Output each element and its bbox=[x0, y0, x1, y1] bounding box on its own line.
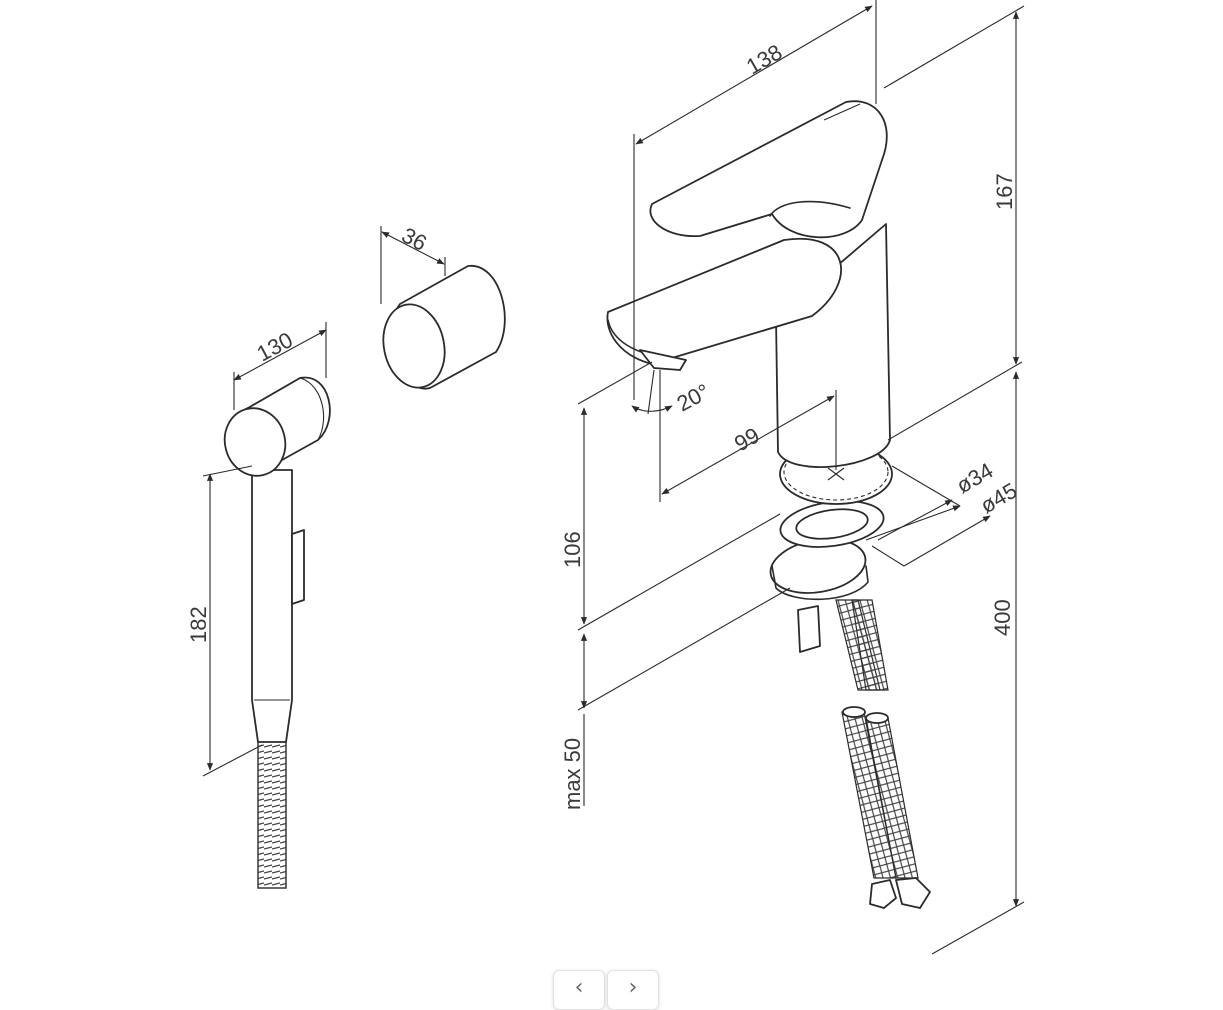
prev-image-button[interactable]: ‹ bbox=[553, 970, 605, 1010]
dim-138-label: 138 bbox=[742, 39, 786, 79]
shower-bracket bbox=[291, 529, 305, 605]
dim-99-label: 99 bbox=[730, 422, 764, 456]
dim-167-label: 167 bbox=[992, 173, 1017, 210]
dim-max50-label: max 50 bbox=[560, 738, 585, 810]
dim-angle-label: 20° bbox=[673, 379, 714, 417]
faucet-lever bbox=[649, 100, 888, 239]
dim-36-label: 36 bbox=[398, 222, 431, 256]
wall-holder: 36 bbox=[380, 222, 506, 390]
dim-106-label: 106 bbox=[560, 531, 585, 568]
next-image-button[interactable]: › bbox=[607, 970, 659, 1010]
shower-handle bbox=[251, 469, 293, 743]
faucet-spout bbox=[606, 237, 842, 365]
shower-hose bbox=[257, 739, 287, 889]
dim-400-label: 400 bbox=[990, 599, 1015, 636]
hand-shower: 130 182 bbox=[186, 322, 331, 889]
basin-faucet: 138 167 400 20° 99 106 max 50 bbox=[560, 0, 1025, 955]
dim-182-label: 182 bbox=[186, 606, 211, 643]
dim-130-label: 130 bbox=[253, 327, 297, 366]
